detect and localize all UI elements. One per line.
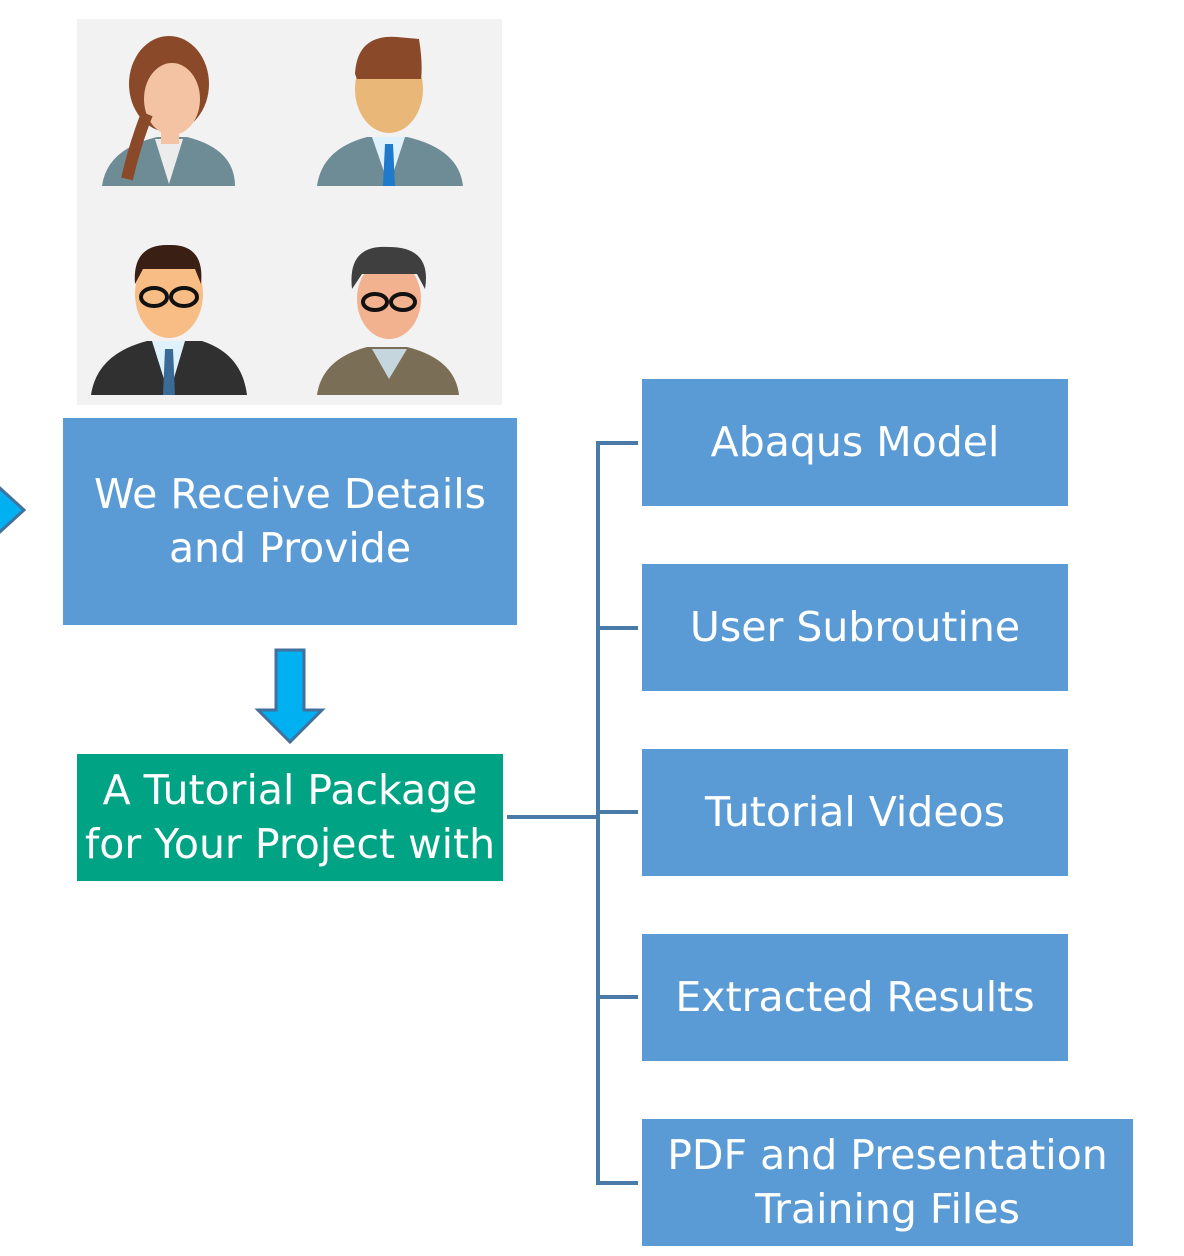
connector-branch bbox=[596, 626, 638, 630]
connector-horizontal bbox=[507, 815, 599, 819]
receive-details-label: We Receive Details and Provide bbox=[93, 470, 487, 572]
deliverable-label: PDF and Presentation Training Files bbox=[667, 1131, 1108, 1233]
man-glasses-casual-avatar bbox=[317, 246, 459, 395]
deliverable-label: User Subroutine bbox=[689, 602, 1021, 651]
woman-avatar bbox=[102, 36, 235, 186]
right-arrow-icon bbox=[0, 486, 27, 534]
tutorial-package-label: A Tutorial Package for Your Project with bbox=[84, 766, 496, 868]
connector-branch bbox=[596, 810, 638, 814]
connector-branch bbox=[596, 441, 638, 445]
deliverable-label: Abaqus Model bbox=[710, 417, 1000, 466]
connector-branch bbox=[596, 1181, 638, 1185]
man-tie-avatar bbox=[317, 36, 463, 186]
deliverable-tutorial-videos: Tutorial Videos bbox=[642, 749, 1068, 876]
down-arrow-icon bbox=[254, 648, 326, 744]
tutorial-package-box: A Tutorial Package for Your Project with bbox=[77, 754, 503, 881]
deliverable-label: Tutorial Videos bbox=[705, 787, 1005, 836]
deliverable-user-subroutine: User Subroutine bbox=[642, 564, 1068, 691]
deliverable-label: Extracted Results bbox=[675, 972, 1035, 1021]
deliverable-pdf-training-files: PDF and Presentation Training Files bbox=[642, 1119, 1133, 1246]
deliverable-abaqus-model: Abaqus Model bbox=[642, 379, 1068, 506]
people-panel bbox=[77, 19, 502, 405]
deliverable-extracted-results: Extracted Results bbox=[642, 934, 1068, 1061]
man-glasses-suit-avatar bbox=[91, 244, 247, 395]
connector-branch bbox=[596, 995, 638, 999]
receive-details-box: We Receive Details and Provide bbox=[63, 418, 517, 625]
